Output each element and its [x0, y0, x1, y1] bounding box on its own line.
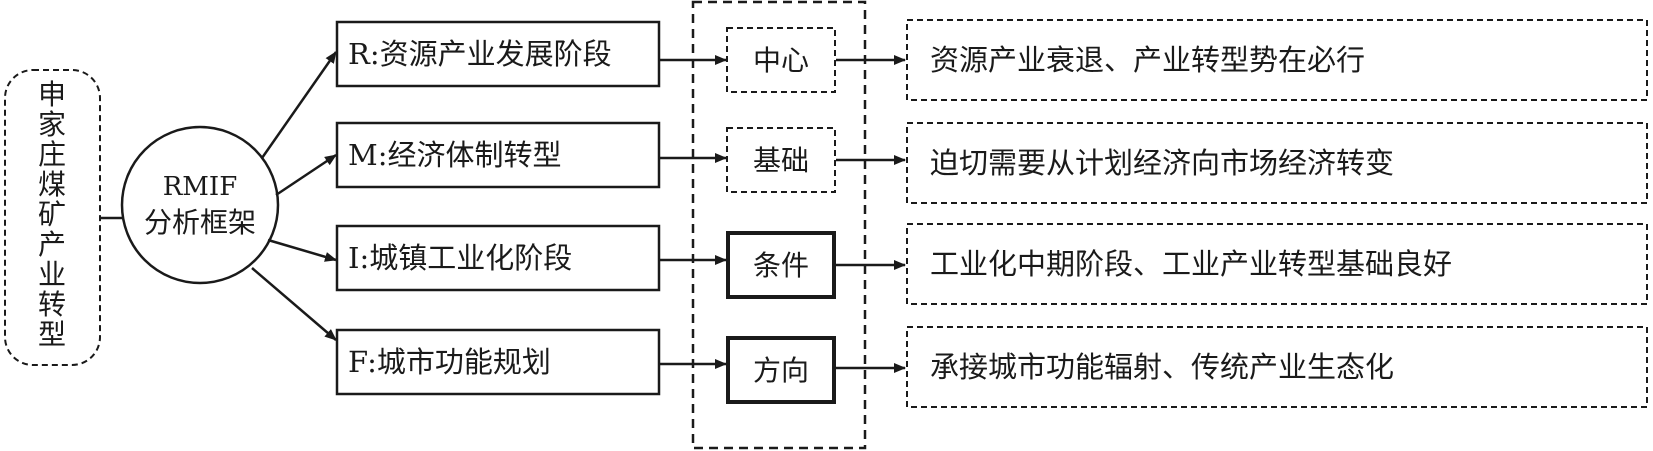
role-label: 条件 — [753, 249, 809, 282]
left-topic-char: 申 — [38, 78, 66, 111]
role-box-direction: 方向 — [726, 336, 836, 404]
left-topic-box: 申 家 庄 煤 矿 产 业 转 型 — [4, 69, 101, 366]
stage-label: F:城市功能规划 — [348, 345, 551, 379]
stage-label: M:经济体制转型 — [348, 138, 561, 172]
arrow-circle-stage-f — [251, 267, 337, 341]
role-box-center: 中心 — [726, 27, 836, 93]
outcome-label: 工业化中期阶段、工业产业转型基础良好 — [930, 247, 1452, 281]
arrow-circle-stage-r — [260, 51, 338, 159]
stage-box-r: R:资源产业发展阶段 — [335, 20, 661, 88]
arrow-circle-stage-i — [267, 238, 337, 262]
rmif-circle: RMIF 分析框架 — [120, 125, 280, 285]
left-topic-char: 庄 — [38, 138, 66, 171]
stage-box-f: F:城市功能规划 — [335, 328, 661, 396]
left-topic-char: 型 — [38, 318, 66, 351]
role-box-foundation: 基础 — [726, 127, 836, 193]
outcome-box-3: 工业化中期阶段、工业产业转型基础良好 — [906, 223, 1648, 305]
outcome-box-4: 承接城市功能辐射、传统产业生态化 — [906, 326, 1648, 408]
outcome-box-1: 资源产业衰退、产业转型势在必行 — [906, 19, 1648, 101]
left-topic-char: 业 — [38, 258, 66, 291]
rmif-circle-line2: 分析框架 — [144, 206, 256, 239]
left-topic-char: 矿 — [38, 198, 66, 231]
role-box-condition: 条件 — [726, 231, 836, 299]
outcome-label: 资源产业衰退、产业转型势在必行 — [930, 43, 1365, 77]
role-label: 基础 — [753, 144, 809, 177]
outcome-label: 迫切需要从计划经济向市场经济转变 — [930, 146, 1394, 180]
left-topic-char: 转 — [38, 288, 66, 321]
stage-label: R:资源产业发展阶段 — [348, 37, 612, 71]
role-column-frame — [691, 0, 867, 450]
left-topic-char: 煤 — [38, 168, 66, 201]
role-label: 方向 — [753, 354, 809, 387]
role-label: 中心 — [753, 44, 809, 77]
left-topic-char: 产 — [38, 228, 66, 261]
stage-label: I:城镇工业化阶段 — [348, 241, 572, 275]
outcome-box-2: 迫切需要从计划经济向市场经济转变 — [906, 122, 1648, 204]
stage-box-i: I:城镇工业化阶段 — [335, 224, 661, 292]
arrow-circle-stage-m — [275, 153, 337, 197]
rmif-circle-line1: RMIF — [163, 172, 238, 202]
left-topic-char: 家 — [38, 108, 66, 141]
outcome-label: 承接城市功能辐射、传统产业生态化 — [930, 350, 1394, 384]
stage-box-m: M:经济体制转型 — [335, 121, 661, 189]
